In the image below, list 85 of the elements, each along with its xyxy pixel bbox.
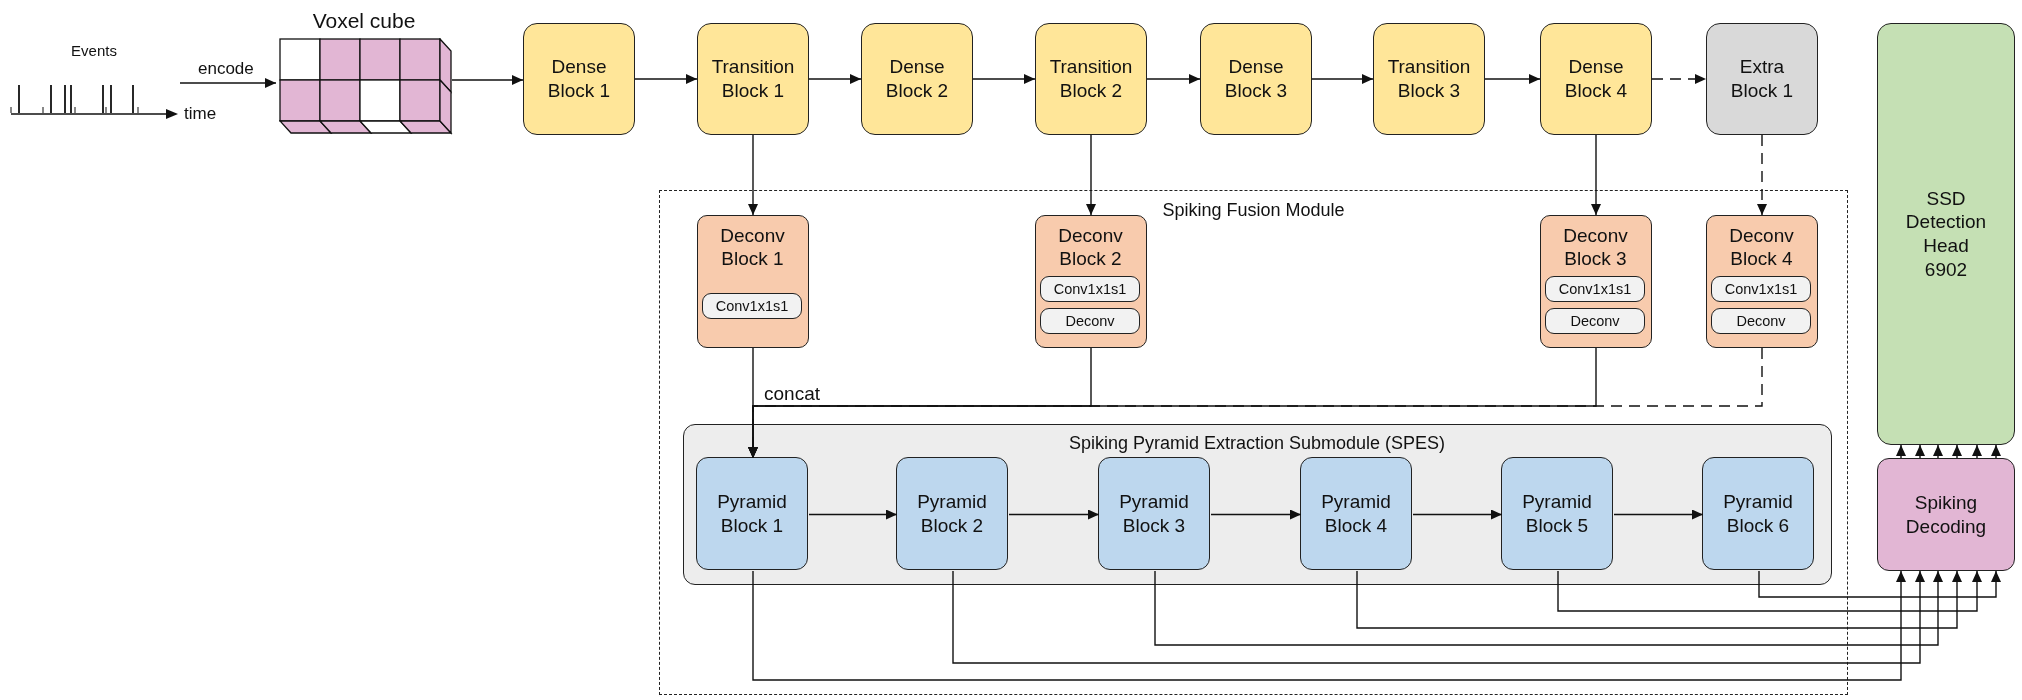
process-block bbox=[1540, 23, 1652, 135]
deconv-block bbox=[1539, 214, 1652, 348]
block-label: Pyramid Block 1 bbox=[716, 489, 788, 538]
arrow bbox=[1896, 444, 1906, 459]
arrow bbox=[952, 570, 1925, 664]
process-block bbox=[1373, 23, 1485, 135]
arrow bbox=[1915, 444, 1925, 459]
arrow bbox=[1146, 74, 1201, 84]
arrow bbox=[1933, 444, 1943, 459]
arrow bbox=[451, 75, 524, 85]
arrow bbox=[808, 509, 898, 520]
arrow bbox=[1557, 570, 1982, 612]
arrow bbox=[1210, 509, 1302, 520]
pyramid-block bbox=[696, 457, 808, 570]
group-title: Spiking Fusion Module bbox=[1162, 199, 1345, 222]
process-block bbox=[697, 23, 809, 135]
process-block bbox=[1706, 23, 1818, 135]
arrow bbox=[972, 74, 1036, 84]
block-label: Dense Block 4 bbox=[1563, 55, 1629, 103]
block-label: Deconv Block 2 bbox=[1057, 223, 1124, 271]
layer-box: Conv1x1s1 bbox=[702, 293, 802, 319]
arrow bbox=[634, 74, 698, 84]
deconv-block bbox=[696, 214, 809, 348]
arrow bbox=[1008, 509, 1100, 520]
layer-box: Deconv bbox=[1711, 308, 1811, 334]
block-label: Extra Block 1 bbox=[1729, 55, 1795, 103]
block-label: Pyramid Block 4 bbox=[1320, 489, 1392, 538]
layer-box: Conv1x1s1 bbox=[1040, 276, 1140, 302]
block-label: Deconv Block 3 bbox=[1562, 223, 1629, 271]
layer-box: Deconv bbox=[1040, 308, 1140, 334]
group-title: Spiking Pyramid Extraction Submodule (SPES) bbox=[1068, 431, 1446, 454]
detection-head-block bbox=[1877, 23, 2015, 445]
deconv-block bbox=[1705, 214, 1818, 348]
block-label: Dense Block 3 bbox=[1223, 55, 1289, 103]
pyramid-block bbox=[1501, 457, 1613, 570]
arrow bbox=[1758, 570, 2001, 598]
arrow bbox=[752, 570, 1906, 681]
pyramid-block bbox=[1300, 457, 1412, 570]
arrow bbox=[1613, 509, 1704, 520]
block-label: Pyramid Block 6 bbox=[1722, 489, 1794, 538]
block-label: Pyramid Block 5 bbox=[1521, 489, 1593, 538]
axis-label: time bbox=[184, 104, 217, 124]
layer-box: Conv1x1s1 bbox=[1545, 276, 1645, 302]
arrow bbox=[1412, 509, 1503, 520]
block-label: Dense Block 1 bbox=[546, 55, 612, 103]
arrow bbox=[1356, 570, 1962, 629]
arrow bbox=[1757, 134, 1767, 216]
block-label: Deconv Block 4 bbox=[1728, 223, 1795, 271]
block-label: Spiking Decoding bbox=[1904, 490, 1988, 539]
block-label: Transition Block 2 bbox=[1048, 55, 1134, 103]
process-block bbox=[861, 23, 973, 135]
deconv-block bbox=[1034, 214, 1147, 348]
arrow bbox=[1154, 570, 1943, 646]
process-block bbox=[1035, 23, 1147, 135]
submodule-panel bbox=[682, 423, 1832, 585]
arrow bbox=[1991, 444, 2001, 459]
arrow bbox=[1484, 74, 1541, 84]
block-label: Pyramid Block 3 bbox=[1118, 489, 1190, 538]
arrow bbox=[748, 347, 1763, 459]
block-label: Pyramid Block 2 bbox=[916, 489, 988, 538]
arrow bbox=[1952, 444, 1962, 459]
arrow bbox=[1311, 74, 1374, 84]
block-label: Transition Block 1 bbox=[710, 55, 796, 103]
process-block bbox=[1200, 23, 1312, 135]
arrow bbox=[808, 74, 862, 84]
arrow bbox=[1086, 134, 1096, 216]
process-block bbox=[523, 23, 635, 135]
block-label: Dense Block 2 bbox=[884, 55, 950, 103]
arrow bbox=[748, 134, 758, 216]
decoding-block bbox=[1877, 458, 2015, 571]
pyramid-block bbox=[1098, 457, 1210, 570]
node-label: Events bbox=[71, 42, 117, 61]
pyramid-block bbox=[1702, 457, 1814, 570]
arrow bbox=[1972, 444, 1982, 459]
arrow bbox=[1591, 134, 1601, 216]
pyramid-block bbox=[896, 457, 1008, 570]
arrow bbox=[1651, 74, 1707, 84]
dashed-module-frame bbox=[659, 190, 1848, 695]
node-label: Voxel cube bbox=[312, 8, 416, 34]
arrow bbox=[179, 78, 277, 88]
layer-box: Conv1x1s1 bbox=[1711, 276, 1811, 302]
block-label: SSD Detection Head 6902 bbox=[1905, 186, 1987, 282]
block-label: Transition Block 3 bbox=[1386, 55, 1472, 103]
block-label: Deconv Block 1 bbox=[719, 223, 786, 271]
layer-box: Deconv bbox=[1545, 308, 1645, 334]
